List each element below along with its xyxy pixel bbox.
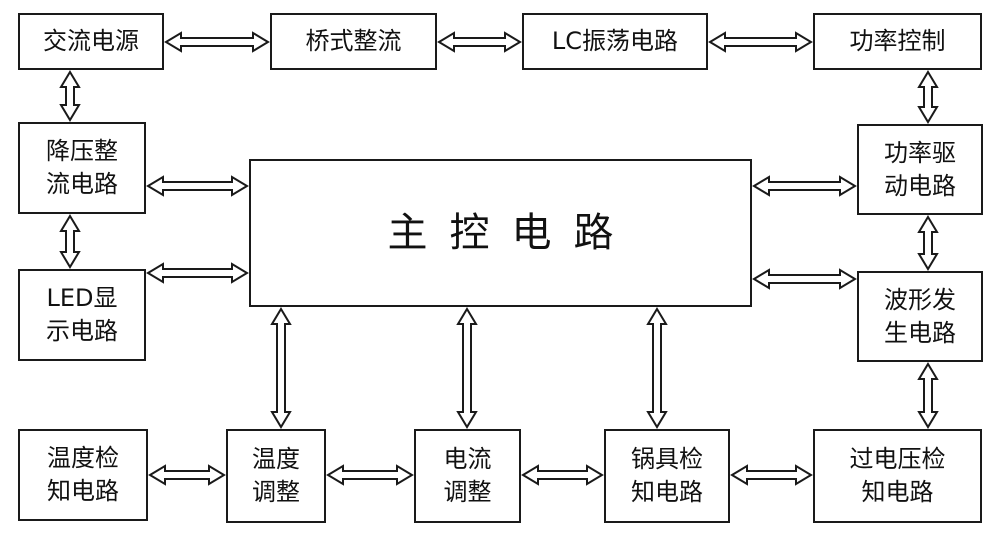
arrow-main-pot-detect <box>646 307 668 429</box>
arrow-ac-stepdown <box>59 70 81 122</box>
temp-detect-label-line2: 知电路 <box>47 477 119 505</box>
led-label-line2: 示电路 <box>46 317 118 345</box>
arrow-waveform-overvoltage <box>917 362 939 429</box>
arrow-pot-overvoltage <box>730 464 813 486</box>
main-control-block: 主控电路 <box>249 159 752 307</box>
arrow-main-power-drive <box>752 175 857 197</box>
power-drive-label-line1: 功率驱 <box>884 138 956 167</box>
current-adjust-label-line1: 电流 <box>443 445 492 473</box>
current-adjust-label-line2: 调整 <box>443 478 492 506</box>
arrow-current-pot <box>521 464 604 486</box>
stepdown-label-line1: 降压整 <box>46 137 118 165</box>
main-control-label: 主控电路 <box>387 209 636 256</box>
stepdown-label-line2: 流电路 <box>46 170 118 198</box>
bridge-rectifier-label: 桥式整流 <box>305 27 402 55</box>
bridge-rectifier-block: 桥式整流 <box>270 13 437 70</box>
overvoltage-detect-block: 过电压检 知电路 <box>813 429 982 523</box>
arrow-main-waveform <box>752 268 857 290</box>
overvolt-label-line1: 过电压检 <box>849 445 946 473</box>
arrow-ac-bridge <box>164 31 270 53</box>
power-drive-label-line2: 动电路 <box>884 171 956 200</box>
arrow-bridge-lc <box>437 31 522 53</box>
arrow-temp-detect-adjust <box>148 464 226 486</box>
led-display-block: LED显 示电路 <box>18 269 146 361</box>
led-label-line1: LED显 <box>46 284 118 312</box>
arrow-main-current-adjust <box>456 307 478 429</box>
power-control-label: 功率控制 <box>849 27 946 55</box>
temp-adjust-label-line2: 调整 <box>252 478 300 506</box>
pot-detect-block: 锅具检 知电路 <box>604 429 730 523</box>
arrow-stepdown-main <box>146 175 249 197</box>
arrow-power-control-drive <box>917 70 939 124</box>
power-control-block: 功率控制 <box>813 13 982 70</box>
arrow-main-temp-adjust <box>270 307 292 429</box>
ac-power-label: 交流电源 <box>43 27 139 55</box>
current-adjust-block: 电流 调整 <box>414 429 521 523</box>
overvolt-label-line2: 知电路 <box>861 478 934 506</box>
ac-power-block: 交流电源 <box>18 13 164 70</box>
pot-detect-label-line1: 锅具检 <box>631 445 703 473</box>
arrow-lc-power-control <box>708 31 813 53</box>
stepdown-rectifier-block: 降压整 流电路 <box>18 122 146 214</box>
arrow-temp-adjust-current <box>326 464 414 486</box>
lc-oscillator-label: LC振荡电路 <box>551 27 679 55</box>
temp-adjust-block: 温度 调整 <box>226 429 326 523</box>
power-drive-block: 功率驱 动电路 <box>857 124 983 215</box>
temp-adjust-label-line1: 温度 <box>252 445 300 473</box>
arrow-led-main <box>146 262 249 284</box>
arrow-stepdown-led <box>59 214 81 269</box>
waveform-generator-block: 波形发 生电路 <box>857 271 983 362</box>
arrow-drive-waveform <box>917 215 939 271</box>
temp-detect-block: 温度检 知电路 <box>18 429 148 521</box>
pot-detect-label-line2: 知电路 <box>631 478 703 506</box>
lc-oscillator-block: LC振荡电路 <box>522 13 708 70</box>
temp-detect-label-line1: 温度检 <box>47 444 119 472</box>
waveform-label-line2: 生电路 <box>884 318 956 347</box>
waveform-label-line1: 波形发 <box>884 285 956 314</box>
